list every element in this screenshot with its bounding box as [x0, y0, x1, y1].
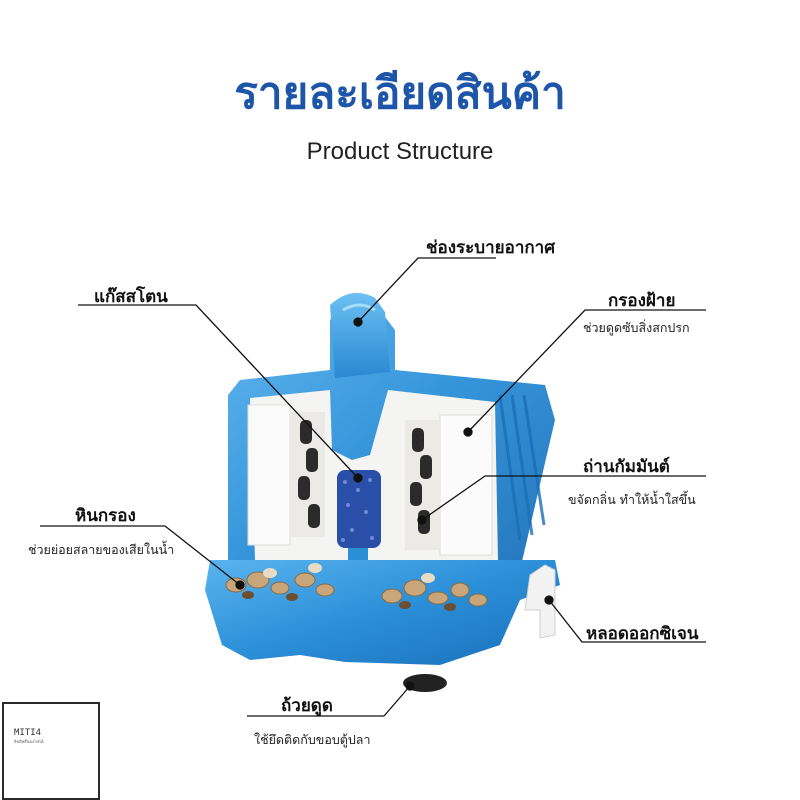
- label-stones: หินกรอง: [75, 506, 136, 526]
- airstone: [337, 470, 381, 548]
- label-carbon: ถ่านกัมมันต์: [583, 457, 670, 477]
- page-subtitle: Product Structure: [306, 138, 494, 165]
- desc-sponge: ช่วยดูดซับสิ่งสกปรก: [583, 320, 690, 335]
- label-suction: ถ้วยดูด: [281, 696, 333, 716]
- label-vent: ช่องระบายอากาศ: [426, 238, 555, 258]
- label-airstone: แก๊สสโตน: [94, 287, 168, 307]
- desc-suction: ใช้ยึดติดกับขอบตู้ปลา: [254, 732, 371, 747]
- vent-nozzle: [330, 292, 390, 378]
- desc-stones: ช่วยย่อยสลายของเสียในน้ำ: [28, 542, 175, 557]
- oxygen-tube: [524, 564, 556, 639]
- brand-logo: [2, 702, 100, 800]
- label-oxygen-tube: หลอดออกซิเจน: [586, 624, 699, 644]
- page-title: รายละเอียดสินค้า: [234, 68, 566, 119]
- filter-tray: [205, 560, 560, 665]
- logo-small-text: ลิขสิทธิ์ของโฟโต้: [14, 739, 44, 744]
- label-sponge: กรองฝ้าย: [608, 291, 676, 311]
- logo-text: MITI4: [14, 728, 42, 738]
- desc-carbon: ขจัดกลิ่น ทำให้น้ำใสขึ้น: [568, 492, 696, 507]
